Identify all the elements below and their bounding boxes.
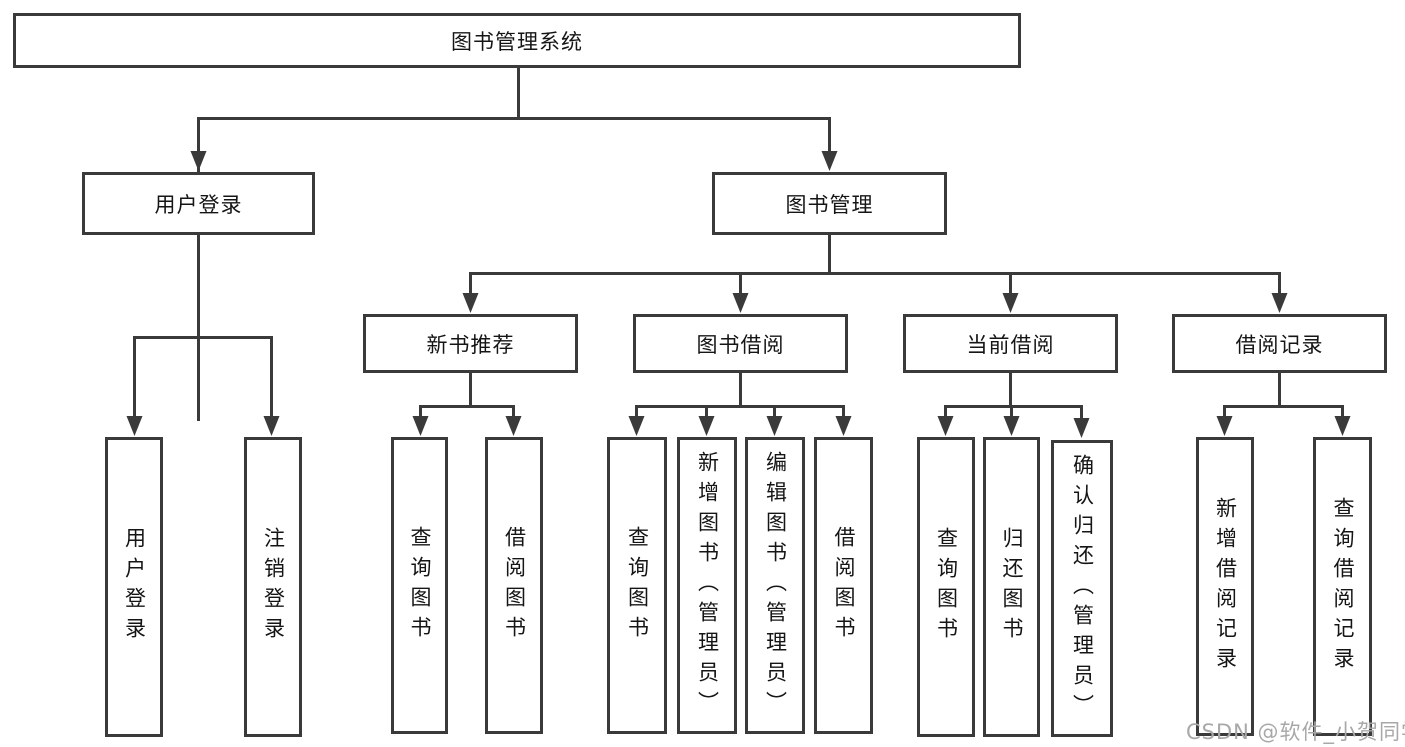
node-label: 图书管理 <box>785 192 874 217</box>
leaf-add-books-admin: 新增图书（管理员） <box>677 437 737 734</box>
node-user-login-branch: 用户登录 <box>82 172 315 235</box>
node-label: 注销登录 <box>261 527 286 647</box>
node-label: 新增借阅记录 <box>1213 496 1238 677</box>
csdn-watermark: CSDN @软件_小贺同学 <box>1186 720 1405 744</box>
node-label: 借阅图书 <box>502 525 527 646</box>
leaf-logout: 注销登录 <box>244 437 302 737</box>
leaf-user-login: 用户登录 <box>105 437 163 737</box>
node-label: 用户登录 <box>154 192 243 217</box>
connector-user-login-to-leaves <box>126 235 280 436</box>
node-book-management: 图书管理 <box>712 172 947 235</box>
node-label: 归还图书 <box>1000 527 1024 647</box>
node-borrow-records: 借阅记录 <box>1172 314 1387 373</box>
connector-book-management-to-level2 <box>462 235 1288 313</box>
leaf-query-books-borrow: 查询图书 <box>607 437 667 734</box>
leaf-query-borrow-record: 查询借阅记录 <box>1313 437 1372 736</box>
node-label: 查询借阅记录 <box>1331 496 1355 677</box>
leaf-confirm-return-admin: 确认归还（管理员） <box>1051 440 1113 737</box>
leaf-edit-books-admin: 编辑图书（管理员） <box>745 437 805 734</box>
leaf-add-borrow-record: 新增借阅记录 <box>1196 437 1254 736</box>
leaf-query-books-current: 查询图书 <box>917 437 975 737</box>
node-label: 图书管理系统 <box>451 29 583 54</box>
node-label: 当前借阅 <box>966 332 1055 357</box>
node-label: 图书借阅 <box>696 332 785 357</box>
node-label: 编辑图书（管理员） <box>763 450 788 721</box>
node-label: 用户登录 <box>122 527 147 647</box>
connector-borrow-records-to-leaves <box>1216 373 1351 436</box>
connector-new-book-recommend-to-leaves <box>412 373 522 436</box>
node-label: 查询图书 <box>934 527 959 647</box>
node-label: 借阅图书 <box>832 525 856 646</box>
node-label: 查询图书 <box>408 525 432 646</box>
node-label: 新书推荐 <box>426 332 515 357</box>
leaf-borrow-books: 借阅图书 <box>814 437 873 734</box>
node-label: 新增图书（管理员） <box>695 450 720 721</box>
leaf-return-books: 归还图书 <box>983 437 1040 737</box>
connector-root-to-level1 <box>190 68 838 421</box>
node-label: 查询图书 <box>625 525 650 646</box>
node-book-borrow: 图书借阅 <box>633 314 848 373</box>
leaf-borrow-books-recommend: 借阅图书 <box>485 437 543 734</box>
node-label: 借阅记录 <box>1235 332 1324 357</box>
connector-current-borrow-to-leaves <box>937 373 1090 438</box>
node-current-borrow: 当前借阅 <box>903 314 1118 373</box>
node-root-library-system: 图书管理系统 <box>13 13 1021 68</box>
connector-book-borrow-to-leaves <box>628 373 852 436</box>
node-new-book-recommend: 新书推荐 <box>363 314 578 373</box>
node-label: 确认归还（管理员） <box>1070 453 1095 724</box>
leaf-query-books-recommend: 查询图书 <box>391 437 448 734</box>
